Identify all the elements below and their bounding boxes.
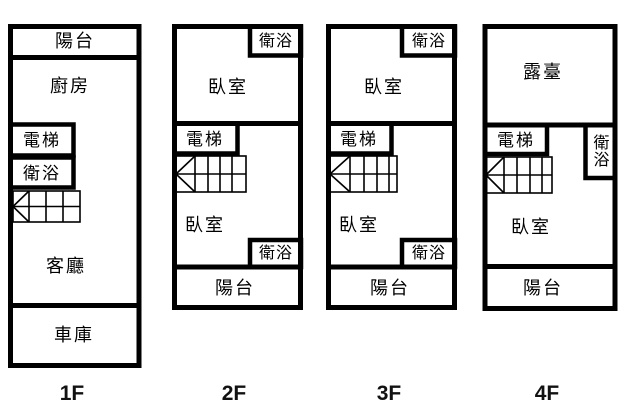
room-label-3f-bathroom-upper: 衛浴 bbox=[412, 32, 446, 50]
floor-plan-1f: 陽台 廚房 電梯 衛浴 客廳 車庫 1F bbox=[8, 24, 142, 405]
floor-2f-stairs-icon bbox=[175, 155, 247, 193]
room-label-2f-bedroom-upper: 臥室 bbox=[208, 77, 248, 97]
floor-3f-elevator-box bbox=[326, 121, 394, 156]
floor-1f-outer-wall bbox=[8, 24, 142, 368]
room-label-3f-bedroom-upper: 臥室 bbox=[364, 77, 404, 97]
room-label-1f-living-room: 客廳 bbox=[46, 256, 86, 276]
floor-plan-3f: 衛浴 臥室 電梯 臥室 衛浴 陽台 3F bbox=[326, 24, 458, 405]
floor-2f-elevator-box bbox=[172, 121, 240, 156]
floor-2f-bathroom-upper-box bbox=[247, 24, 304, 58]
room-label-1f-bathroom: 衛浴 bbox=[23, 164, 61, 183]
room-label-3f-balcony: 陽台 bbox=[370, 278, 410, 298]
room-label-4f-balcony: 陽台 bbox=[523, 278, 563, 298]
room-label-2f-bathroom-upper: 衛浴 bbox=[259, 32, 293, 50]
floor-4f-elevator-box bbox=[482, 122, 550, 157]
floor-1f-bathroom-box bbox=[8, 155, 76, 190]
room-label-4f-elevator: 電梯 bbox=[497, 131, 535, 150]
floor-2f-outer-wall bbox=[172, 24, 303, 310]
floor-1f-stairs-icon bbox=[12, 190, 81, 223]
room-label-1f-kitchen: 廚房 bbox=[50, 75, 90, 96]
room-label-2f-elevator: 電梯 bbox=[186, 130, 224, 149]
room-label-2f-bedroom-lower: 臥室 bbox=[185, 215, 225, 235]
room-label-3f-elevator: 電梯 bbox=[340, 130, 378, 149]
room-label-1f-balcony: 陽台 bbox=[55, 31, 95, 51]
floor-4f-bathroom-box bbox=[583, 122, 618, 181]
floor-3f-bathroom-upper-box bbox=[399, 24, 458, 58]
room-label-2f-bathroom-lower: 衛浴 bbox=[259, 244, 293, 262]
floor-plan-4f: 露臺 電梯 衛浴 臥室 陽台 4F bbox=[482, 24, 618, 405]
room-label-4f-bathroom: 衛浴 bbox=[591, 134, 610, 168]
floor-3f-outer-wall bbox=[326, 24, 457, 310]
floor-3f-stairs-icon bbox=[329, 155, 398, 193]
floor-label-1f: 1F bbox=[60, 382, 85, 405]
room-label-2f-balcony: 陽台 bbox=[215, 278, 255, 298]
room-label-1f-garage: 車庫 bbox=[54, 325, 94, 345]
floor-plan-2f: 衛浴 臥室 電梯 臥室 衛浴 陽台 2F bbox=[172, 24, 304, 405]
floor-label-4f: 4F bbox=[535, 382, 560, 405]
floor-4f-stairs-icon bbox=[485, 156, 553, 194]
room-label-4f-terrace: 露臺 bbox=[523, 62, 563, 82]
floor-label-3f: 3F bbox=[377, 382, 402, 405]
room-label-4f-bedroom: 臥室 bbox=[511, 217, 551, 237]
room-label-3f-bathroom-lower: 衛浴 bbox=[412, 244, 446, 262]
room-label-3f-bedroom-lower: 臥室 bbox=[339, 215, 379, 235]
floor-label-2f: 2F bbox=[222, 382, 247, 405]
room-label-1f-elevator: 電梯 bbox=[23, 131, 61, 150]
